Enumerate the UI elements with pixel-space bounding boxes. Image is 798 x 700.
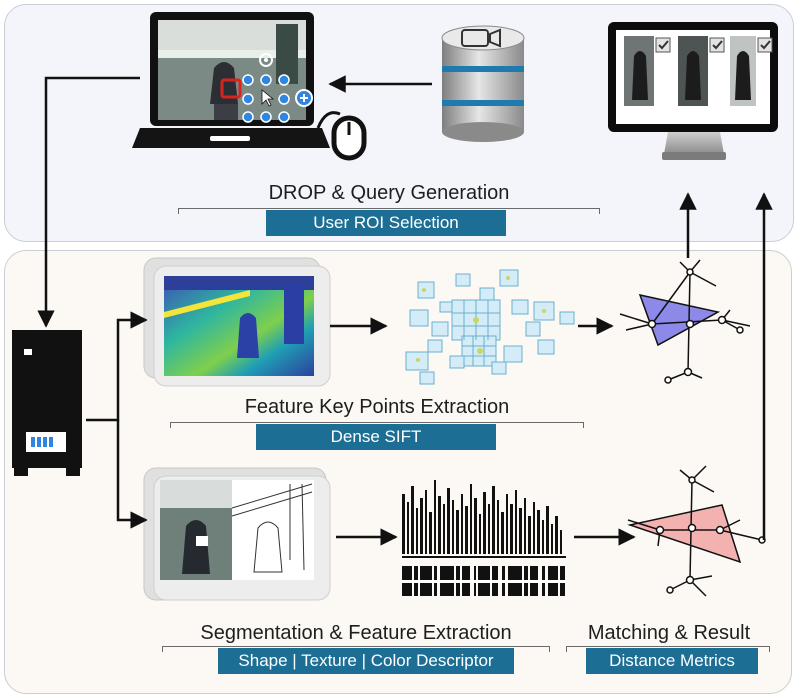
result-thumbnails [624,36,773,106]
roi-selection-box [220,53,313,123]
descriptor-badge: Shape | Texture | Color Descriptor [218,648,514,674]
user-roi-selection-badge: User ROI Selection [266,210,506,236]
segmentation-stage-title: Segmentation & Feature Extraction [200,622,512,644]
distance-metrics-badge: Distance Metrics [586,648,758,674]
segmentation-stage-rule [162,646,550,652]
segmentation-frame [143,467,331,601]
sift-keypoint-cloud [405,269,575,385]
flow-arrows [37,75,773,546]
laptop-icon [132,12,330,148]
drop-stage-title: DROP & Query Generation [268,182,510,204]
keypoints-stage-title: Feature Key Points Extraction [244,396,510,418]
matching-stage-rule [566,646,770,652]
keypoints-stage-rule [170,422,584,428]
blue-matching-graph [619,259,751,384]
server-icon [12,330,82,476]
mouse-icon [316,111,367,161]
drop-stage-rule [178,208,600,214]
heatmap-frame [143,257,331,387]
dense-sift-badge: Dense SIFT [256,424,496,450]
feature-histogram [402,480,566,558]
database-camera-icon [441,25,525,142]
matching-stage-title: Matching & Result [587,622,751,644]
red-matching-graph [627,465,766,597]
